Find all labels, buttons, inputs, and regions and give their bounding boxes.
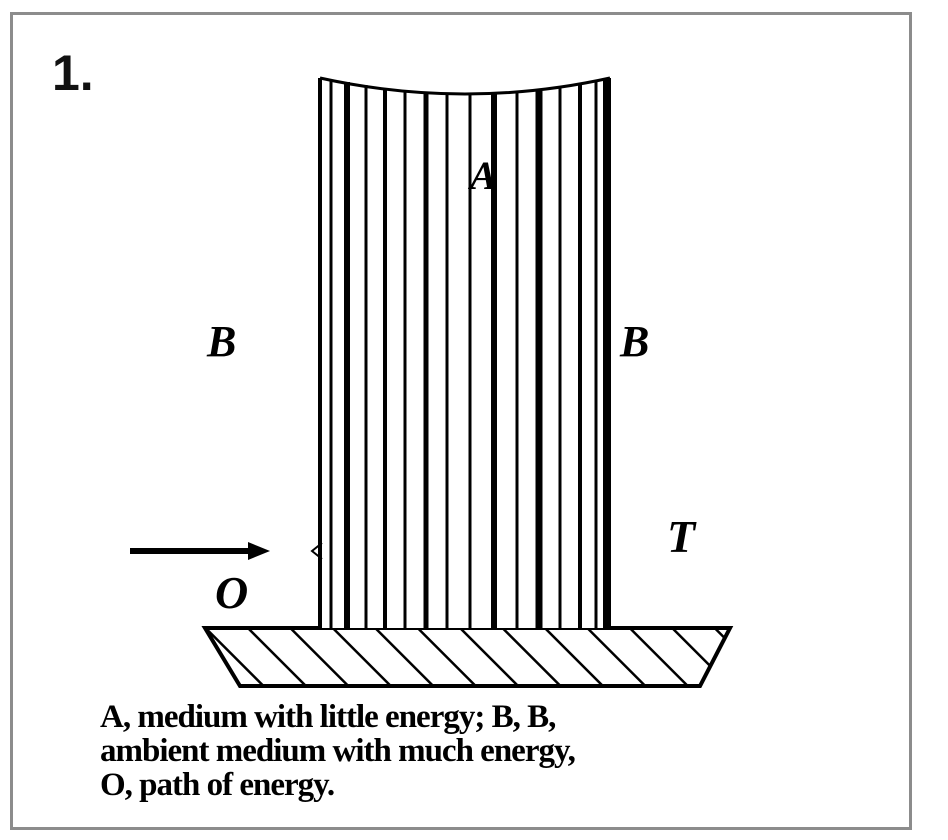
label-o: O [215,567,249,618]
column-a [318,76,611,628]
label-a: A [470,153,497,198]
caption-line: O, path of energy. [100,767,335,803]
figure-caption: A, medium with little energy; B, B, ambi… [100,700,860,802]
figure-number: 1. [52,45,94,101]
caption-line: ambient medium with much energy, [100,733,576,769]
ground-base [201,626,734,688]
label-b-right: B [620,317,650,366]
energy-path-arrow [130,542,323,560]
label-t: T [667,511,696,562]
label-b-left: B [207,317,237,366]
caption-line: A, medium with little energy; B, B, [100,699,556,735]
